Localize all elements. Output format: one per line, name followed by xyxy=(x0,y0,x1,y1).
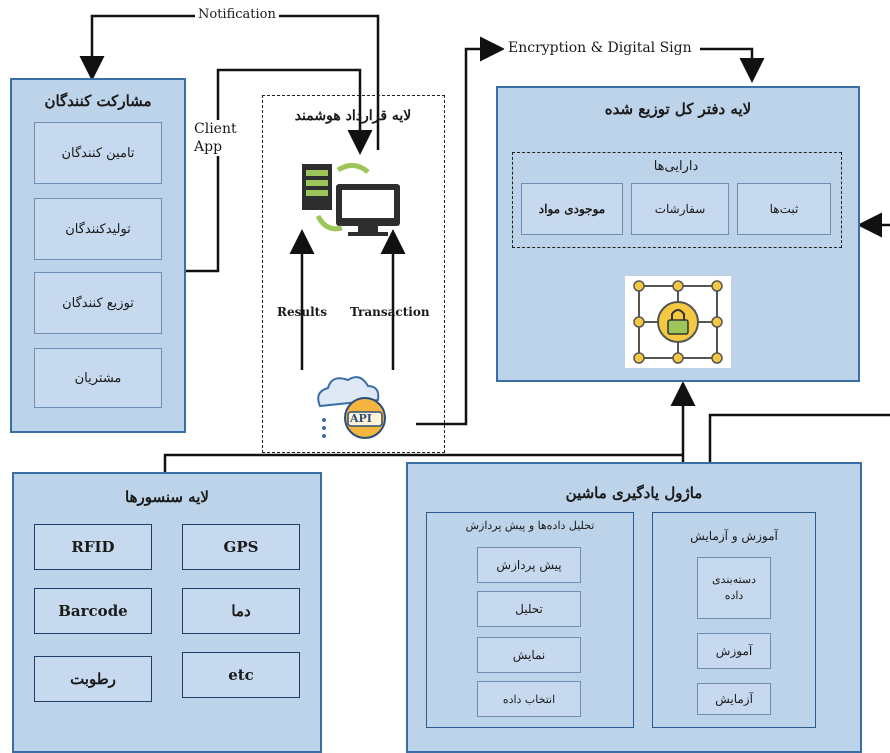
ml-panel: ماژول یادگیری ماشین تحلیل داده‌ها و پیش … xyxy=(406,462,862,753)
sensor-etc: etc xyxy=(182,652,300,698)
smart-contract-title: لایه قرارداد هوشمند xyxy=(294,108,412,124)
smart-contract-panel: لایه قرارداد هوشمند xyxy=(262,95,445,453)
client-app-label: Client App xyxy=(194,120,237,156)
encryption-arrow xyxy=(416,36,505,426)
participant-customers: مشتریان xyxy=(34,348,162,408)
asset-inventory: موجودی مواد xyxy=(521,183,623,235)
server-monitor-icon xyxy=(302,163,400,236)
ml-visualization: نمایش xyxy=(477,637,581,673)
sensor-rfid: RFID xyxy=(34,524,152,570)
ml-train: آموزش xyxy=(697,633,771,669)
encryption-arrow-2 xyxy=(700,47,765,83)
assets-title: دارایی‌ها xyxy=(653,159,699,174)
client-app-arrow xyxy=(186,68,373,273)
ml-title: ماژول یادگیری ماشین xyxy=(565,484,703,502)
participant-manufacturers: تولیدکنندگان xyxy=(34,198,162,260)
ml-analysis-title: تحلیل داده‌ها و پیش پردازش xyxy=(465,519,595,532)
participant-distributors: توزیع کنندگان xyxy=(34,272,162,334)
blockchain-lock-icon xyxy=(625,276,731,368)
ml-classification: دسته‌بندی داده xyxy=(697,557,771,619)
ml-analysis: تحلیل xyxy=(477,591,581,627)
ml-training-group: آموزش و آزمایش دسته‌بندی داده آموزش آزما… xyxy=(652,512,816,728)
asset-records: ثبت‌ها xyxy=(737,183,831,235)
transaction-label: Transaction xyxy=(350,305,430,319)
assets-group: دارایی‌ها موجودی مواد سفارشات ثبت‌ها xyxy=(512,152,842,248)
ml-test: آزمایش xyxy=(697,683,771,715)
sensor-gps: GPS xyxy=(182,524,300,570)
ml-to-ledger-arrow xyxy=(708,413,890,462)
sensors-panel: لایه سنسورها RFID GPS Barcode دما رطوبت … xyxy=(12,472,322,753)
participant-suppliers: تامین کنندگان xyxy=(34,122,162,184)
sensor-temperature: دما xyxy=(182,588,300,634)
encryption-label: Encryption & Digital Sign xyxy=(504,40,696,56)
sensor-humidity: رطوبت xyxy=(34,656,152,702)
ledger-title: لایه دفتر کل توزیع شده xyxy=(604,100,752,118)
participants-panel: مشارکت کنندگان تامین کنندگان تولیدکنندگا… xyxy=(10,78,186,433)
ml-analysis-group: تحلیل داده‌ها و پیش پردازش پیش پردازش تح… xyxy=(426,512,634,728)
api-cloud-gear-icon xyxy=(317,376,386,439)
ml-data-selection: انتخاب داده xyxy=(477,681,581,717)
notification-label: Notification xyxy=(195,7,279,22)
api-label: API xyxy=(350,412,372,425)
results-label: Results xyxy=(277,305,327,319)
sensors-title: لایه سنسورها xyxy=(125,488,209,506)
participants-title: مشارکت کنندگان xyxy=(44,92,152,110)
sensors-link xyxy=(163,453,683,472)
asset-orders: سفارشات xyxy=(631,183,729,235)
sensor-barcode: Barcode xyxy=(34,588,152,634)
ml-preprocessing: پیش پردازش xyxy=(477,547,581,583)
ml-training-title: آموزش و آزمایش xyxy=(690,529,778,543)
